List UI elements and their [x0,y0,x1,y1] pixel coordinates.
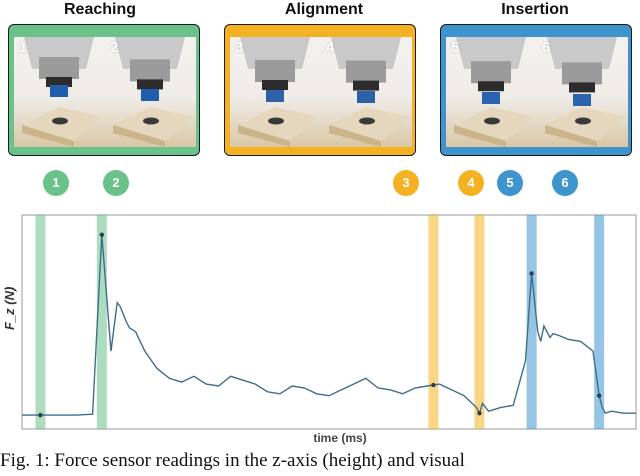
phase-band-4 [474,215,485,429]
robot-gripper-illustration [454,37,534,147]
figure-caption: Fig. 1: Force sensor readings in the z-a… [0,450,465,471]
photo-shape [545,125,597,147]
frame-number: 1 [19,39,28,56]
photo-shape [478,81,504,92]
photo-shape [569,82,595,93]
marker-circle-3: 3 [393,170,419,196]
phase-point-6 [596,393,602,398]
phase-band-3 [428,215,439,429]
photo-shape [346,60,386,83]
phase-point-2 [99,232,105,237]
robot-gripper-illustration [238,37,318,147]
photo-shape [562,62,602,85]
frame-photo-4: 4 [321,37,412,147]
photo-shape [141,89,159,101]
photo-shape [484,117,500,125]
photo-shape [575,117,591,125]
y-axis-label: F_z (N) [2,286,17,330]
photo-shape [268,117,284,125]
photo-shape [46,77,72,87]
photo-shape [357,91,375,103]
phase-band-5 [526,215,537,429]
plot-frame [21,214,637,430]
robot-gripper-illustration [113,37,193,147]
frame-photo-3: 3 [230,37,321,147]
photo-shape [52,117,68,125]
frame-number: 5 [451,39,460,56]
photo-shape [359,117,375,125]
photo-shape [456,37,526,69]
photo-shape [471,61,511,84]
photo-shape [547,37,617,69]
photo-shape [482,92,500,104]
photo-shape [262,80,288,90]
photo-shape [329,125,381,147]
photo-shape [255,60,295,82]
photo-shape [130,59,170,82]
phase-point-3 [431,382,436,388]
frame-number: 4 [326,39,335,56]
marker-circle-2: 2 [103,170,129,196]
robot-gripper-illustration [329,37,409,147]
phase-title-alignment: Alignment [284,1,364,18]
frame-number: 6 [542,39,551,56]
marker-circle-1: 1 [43,170,69,196]
photo-shape [238,125,290,147]
force-chart [21,214,637,430]
frame-photo-2: 2 [105,37,196,147]
photo-shape [454,125,506,147]
phase-band-6 [594,215,605,429]
photo-shape [143,117,159,125]
phase-panel-alignment: 3 4 [224,24,416,156]
frame-photo-5: 5 [446,37,537,147]
photo-shape [266,90,284,102]
phase-title-insertion: Insertion [501,1,569,18]
phase-band-2 [96,215,107,429]
frame-number: 2 [110,39,119,56]
marker-circle-6: 6 [552,170,578,196]
phase-band-1 [35,215,46,429]
phase-title-reaching: Reaching [63,1,136,18]
robot-gripper-illustration [22,37,102,147]
x-axis-label: time (ms) [313,431,367,445]
photo-shape [39,57,79,79]
photo-shape [573,94,591,106]
force-trace-line [22,234,636,416]
phase-point-1 [38,412,43,418]
phase-panel-insertion: 5 6 [440,24,632,156]
phase-point-4 [477,410,482,416]
phase-panel-reaching: 1 2 [8,24,200,156]
marker-circle-5: 5 [497,170,523,196]
frame-photo-1: 1 [14,37,105,147]
photo-shape [353,80,379,91]
photo-shape [137,79,163,90]
frame-number: 3 [235,39,244,56]
photo-shape [22,125,74,147]
marker-circle-4: 4 [458,170,484,196]
phase-point-5 [529,271,534,276]
frame-photo-6: 6 [537,37,628,147]
robot-gripper-illustration [545,37,625,147]
photo-shape [50,85,68,97]
photo-shape [113,125,165,147]
